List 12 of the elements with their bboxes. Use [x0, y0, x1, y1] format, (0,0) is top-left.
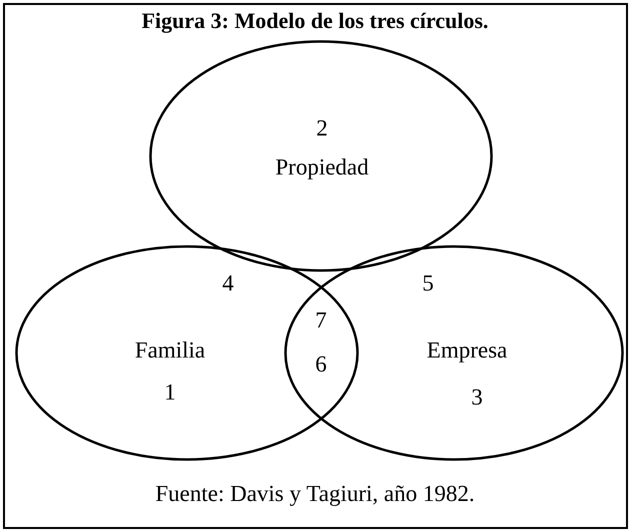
source-caption: Fuente: Davis y Tagiuri, año 1982. — [154, 481, 476, 507]
region-number: 6 — [315, 352, 327, 376]
circle-label: 2 — [316, 116, 328, 140]
circle-label: 3 — [471, 386, 483, 408]
circle-label: 1 — [164, 380, 176, 404]
region-number: 5 — [422, 272, 434, 294]
circle-label: Familia — [134, 338, 206, 362]
circle-label: Empresa — [426, 338, 508, 362]
region-number: 4 — [222, 272, 234, 294]
circle-label: Propiedad — [275, 156, 369, 178]
figure-title: Figura 3: Modelo de los tres círculos. — [140, 8, 490, 34]
region-number: 7 — [315, 308, 327, 332]
